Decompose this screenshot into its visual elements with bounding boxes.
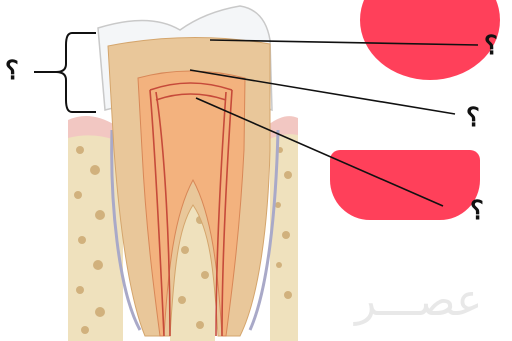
enamel-label: ؟: [484, 33, 498, 59]
crown-bracket: [56, 33, 96, 112]
dentin-label: ؟: [466, 105, 480, 131]
crown-label: ؟: [5, 58, 19, 84]
pulp-label: ؟: [470, 198, 484, 224]
